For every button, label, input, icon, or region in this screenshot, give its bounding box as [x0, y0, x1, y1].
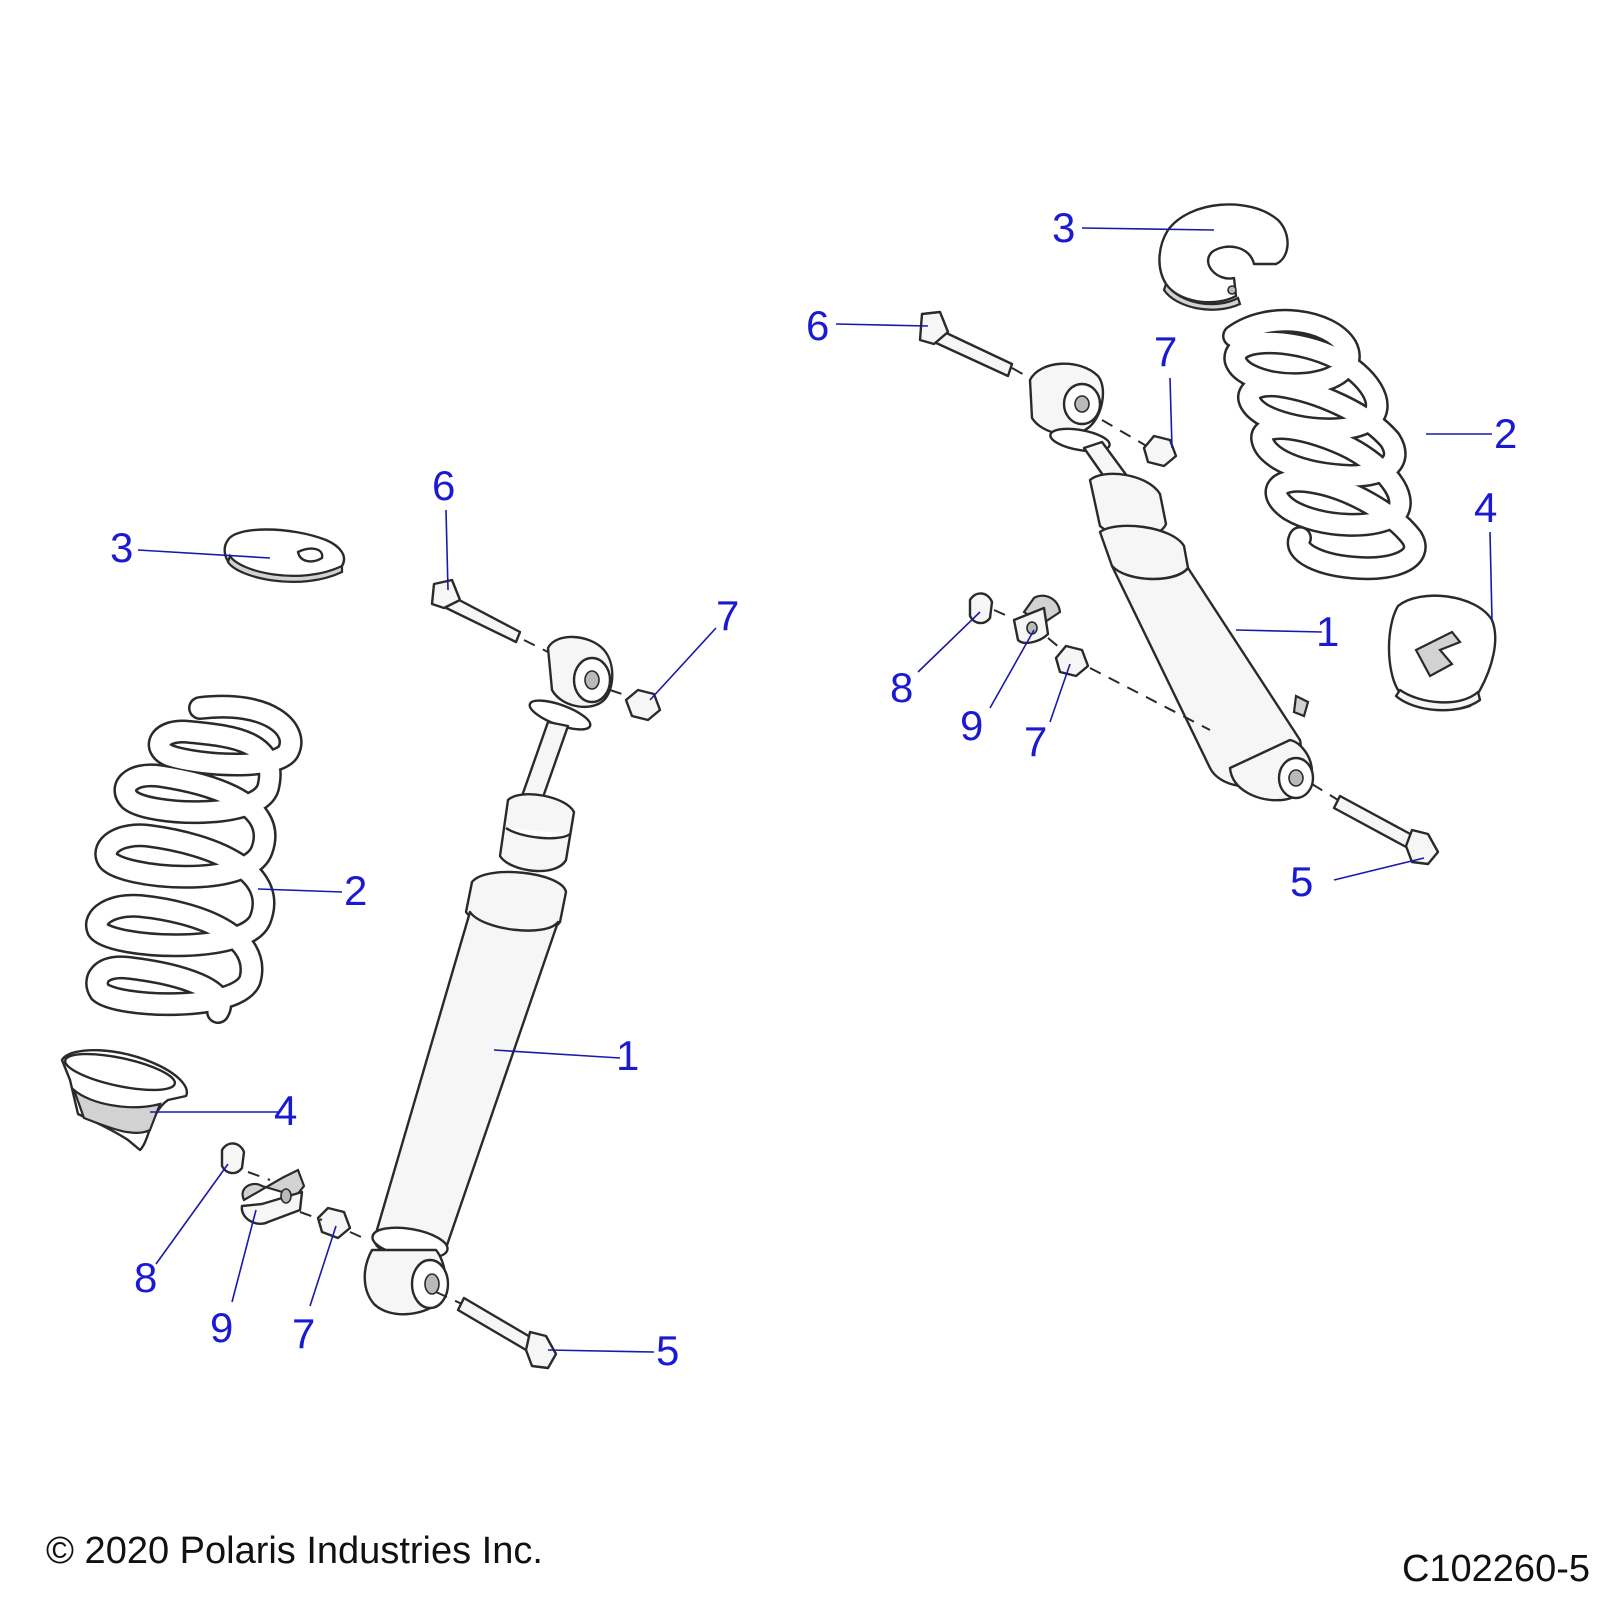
left-lower-nut — [316, 1206, 352, 1240]
left-callout-shock: 1 — [616, 1032, 639, 1079]
left-hose-clip — [240, 1168, 306, 1225]
right-callout-upper-bolt: 6 — [806, 302, 829, 349]
right-lower-bolt — [1332, 794, 1440, 866]
right-spring-seat — [1387, 594, 1497, 712]
left-callout-lower-nut: 7 — [292, 1310, 315, 1357]
right-lower-nut — [1054, 644, 1090, 678]
left-callout-upper-nut: 7 — [716, 592, 739, 639]
right-callouts: 3 6 7 2 4 1 8 9 7 5 — [806, 204, 1517, 905]
right-upper-nut — [1142, 434, 1178, 468]
right-leader-lines — [835, 227, 1493, 881]
right-shock-assembly: 3 6 7 2 4 1 8 9 7 5 — [806, 203, 1517, 905]
right-hose-clip — [1012, 594, 1062, 645]
right-coil-spring — [1222, 308, 1427, 581]
left-callouts: 3 2 1 4 5 6 7 8 9 7 — [110, 462, 739, 1374]
right-upper-bolt — [918, 310, 1014, 378]
right-callout-clip: 9 — [960, 702, 983, 749]
left-callout-spring: 2 — [344, 867, 367, 914]
left-shock-assembly: 3 2 1 4 5 6 7 8 9 7 — [60, 462, 739, 1374]
right-callout-lower-nut: 7 — [1024, 718, 1047, 765]
right-callout-washer-nut: 8 — [890, 664, 913, 711]
figure-id: C102260-5 — [1401, 1548, 1590, 1590]
left-coil-spring — [85, 694, 303, 1024]
left-shock-absorber — [363, 635, 614, 1316]
right-callout-spring: 2 — [1494, 410, 1517, 457]
right-shock-absorber — [1028, 362, 1315, 802]
right-callout-spring-seat: 4 — [1474, 484, 1497, 531]
left-callout-spring-retainer: 3 — [110, 524, 133, 571]
right-callout-upper-nut: 7 — [1154, 328, 1177, 375]
right-spring-retainer — [1158, 203, 1289, 311]
left-callout-upper-bolt: 6 — [432, 462, 455, 509]
left-lower-bolt — [456, 1296, 558, 1370]
right-callout-spring-retainer: 3 — [1052, 204, 1075, 251]
left-callout-spring-seat: 4 — [274, 1087, 297, 1134]
left-spring-retainer — [223, 528, 346, 583]
right-callout-shock: 1 — [1316, 608, 1339, 655]
left-callout-clip: 9 — [210, 1304, 233, 1351]
right-callout-lower-bolt: 5 — [1290, 858, 1313, 905]
left-spring-seat — [60, 1048, 189, 1152]
left-leader-lines — [137, 509, 717, 1353]
copyright-notice: © 2020 Polaris Industries Inc. — [46, 1530, 543, 1572]
left-callout-washer-nut: 8 — [134, 1254, 157, 1301]
left-upper-bolt — [430, 578, 522, 644]
left-callout-lower-bolt: 5 — [656, 1327, 679, 1374]
